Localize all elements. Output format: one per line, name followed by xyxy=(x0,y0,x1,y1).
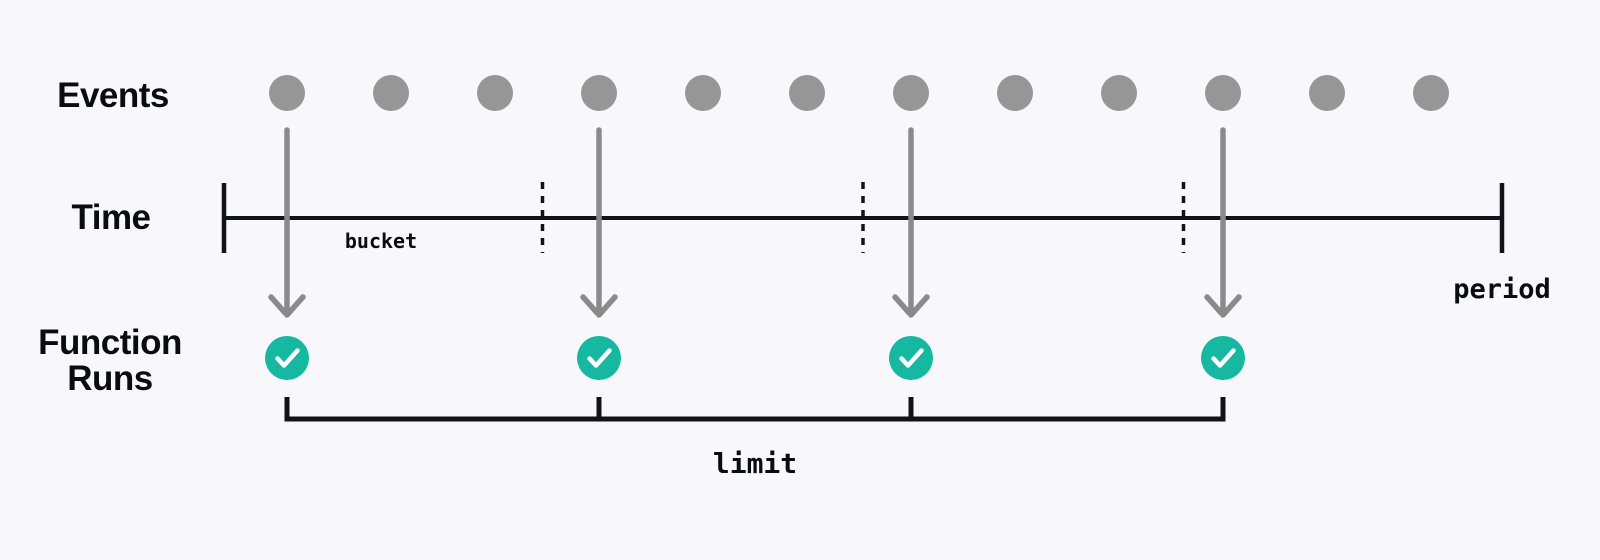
period-label: period xyxy=(1453,274,1551,305)
limit-label: limit xyxy=(712,447,798,480)
event-dot xyxy=(269,75,305,111)
event-dot xyxy=(1205,75,1241,111)
function-run-circle xyxy=(577,336,621,380)
down-arrow-icon xyxy=(892,294,930,318)
function-runs-label-line2: Runs xyxy=(67,359,153,398)
function-run-circle xyxy=(889,336,933,380)
function-run-circle xyxy=(1201,336,1245,380)
bucket-label: bucket xyxy=(344,229,418,253)
checkmark-icon xyxy=(899,348,924,368)
event-dot xyxy=(373,75,409,111)
event-dot xyxy=(1101,75,1137,111)
events-row-label: Events xyxy=(57,76,169,115)
down-arrow-icon xyxy=(268,294,306,318)
function-runs-label-line1: Function xyxy=(38,323,182,362)
event-dot xyxy=(1309,75,1345,111)
function-run-circle xyxy=(265,336,309,380)
down-arrow-icon xyxy=(580,294,618,318)
event-dot xyxy=(581,75,617,111)
checkmark-icon xyxy=(587,348,612,368)
event-dot xyxy=(893,75,929,111)
checkmark-icon xyxy=(1211,348,1236,368)
checkmark-icon xyxy=(275,348,300,368)
event-dot xyxy=(477,75,513,111)
event-dot xyxy=(789,75,825,111)
event-dot xyxy=(997,75,1033,111)
down-arrow-icon xyxy=(1204,294,1242,318)
event-dot xyxy=(685,75,721,111)
time-row-label: Time xyxy=(71,198,151,237)
event-dot xyxy=(1413,75,1449,111)
